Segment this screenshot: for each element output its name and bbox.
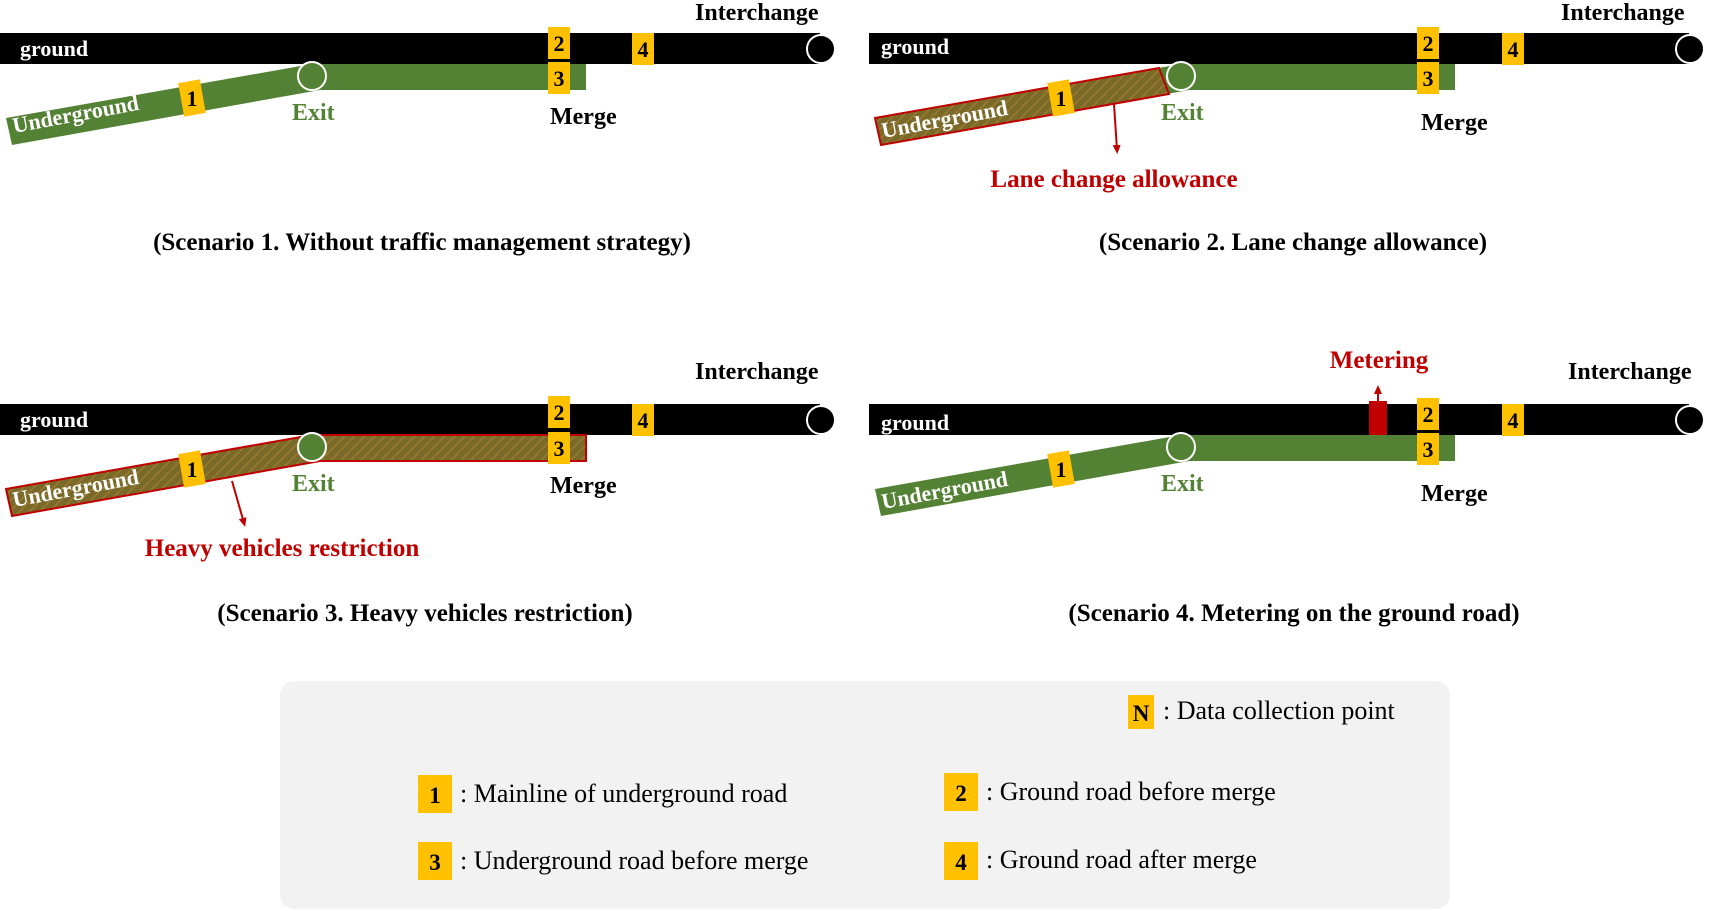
annotation-arrow xyxy=(231,480,247,527)
svg-text:4: 4 xyxy=(638,408,649,433)
data-point-badge-2: 2 xyxy=(1417,27,1439,59)
svg-text:4: 4 xyxy=(638,37,649,62)
interchange-node xyxy=(806,34,836,64)
exit-node xyxy=(297,61,327,91)
legend-background xyxy=(280,681,1450,909)
legend-item-text: : Mainline of underground road xyxy=(460,779,787,808)
interchange-node xyxy=(1675,34,1705,64)
scenario-caption: (Scenario 2. Lane change allowance) xyxy=(1099,229,1487,256)
legend-item-badge: 2 xyxy=(955,781,967,806)
ground-road xyxy=(869,33,1689,64)
underground-label: Underground xyxy=(879,95,1009,143)
svg-text:4: 4 xyxy=(1508,408,1519,433)
legend-item-text: : Ground road after merge xyxy=(986,845,1257,874)
legend-item-1: 1 : Mainline of underground road xyxy=(418,775,787,813)
ground-road xyxy=(0,33,820,64)
svg-text:3: 3 xyxy=(1423,66,1434,91)
annotation-arrow xyxy=(1112,103,1121,154)
exit-label: Exit xyxy=(292,100,335,126)
data-point-badge-3: 3 xyxy=(548,432,570,464)
ground-road xyxy=(0,404,820,435)
scenario-panel-1: ground Underground Exit Merge Interchang… xyxy=(0,0,836,256)
legend-item-badge: 4 xyxy=(955,850,967,875)
exit-node xyxy=(1166,61,1196,91)
strategy-annotation: Metering xyxy=(1330,347,1429,374)
exit-label: Exit xyxy=(1161,471,1204,497)
exit-label: Exit xyxy=(1161,100,1204,126)
ground-label: ground xyxy=(20,407,88,432)
underground-road xyxy=(875,435,1455,516)
underground-road xyxy=(6,64,586,145)
underground-label: Underground xyxy=(879,466,1009,514)
metering-signal xyxy=(1369,401,1387,435)
data-point-badge-3: 3 xyxy=(1417,433,1439,465)
svg-text:3: 3 xyxy=(554,436,565,461)
svg-text:1: 1 xyxy=(187,457,198,482)
ground-label: ground xyxy=(20,36,88,61)
strategy-annotation: Lane change allowance xyxy=(990,166,1237,193)
exit-node xyxy=(1166,432,1196,462)
svg-text:2: 2 xyxy=(554,400,565,425)
svg-text:4: 4 xyxy=(1508,37,1519,62)
legend-item-text: : Underground road before merge xyxy=(460,846,808,875)
svg-text:2: 2 xyxy=(1423,31,1434,56)
legend-item-3: 3 : Underground road before merge xyxy=(418,842,808,880)
scenario-caption: (Scenario 4. Metering on the ground road… xyxy=(1068,600,1519,627)
interchange-label: Interchange xyxy=(1561,0,1685,26)
scenario-panel-4: ground Underground Exit Merge Interchang… xyxy=(869,347,1705,627)
legend-item-2: 2 : Ground road before merge xyxy=(944,773,1276,811)
legend-box: N : Data collection point 1 : Mainline o… xyxy=(280,681,1450,909)
scenario-caption: (Scenario 3. Heavy vehicles restriction) xyxy=(217,600,632,627)
exit-node xyxy=(297,432,327,462)
interchange-label: Interchange xyxy=(695,359,819,385)
merge-label: Merge xyxy=(1421,110,1488,136)
data-point-badge-4: 4 xyxy=(1502,33,1524,65)
ground-label: ground xyxy=(881,410,949,435)
data-point-badge-4: 4 xyxy=(1502,404,1524,436)
data-point-badge-1: 1 xyxy=(178,79,206,117)
svg-text:1: 1 xyxy=(1056,86,1067,111)
svg-text:3: 3 xyxy=(554,66,565,91)
legend-key: N : Data collection point xyxy=(1128,695,1396,729)
legend-item-text: : Ground road before merge xyxy=(986,777,1276,806)
data-point-badge-2: 2 xyxy=(548,396,570,428)
scenario-panel-3: ground Underground Exit Merge Interchang… xyxy=(0,359,836,627)
interchange-label: Interchange xyxy=(1568,359,1692,385)
strategy-annotation: Heavy vehicles restriction xyxy=(145,535,420,562)
svg-text:1: 1 xyxy=(1056,457,1067,482)
scenario-panel-2: ground Underground Exit Merge Interchang… xyxy=(869,0,1705,256)
scenario-caption: (Scenario 1. Without traffic management … xyxy=(153,229,691,256)
interchange-node xyxy=(806,405,836,435)
underground-road xyxy=(875,64,1455,145)
data-point-badge-1: 1 xyxy=(1047,79,1075,117)
data-point-badge-3: 3 xyxy=(548,62,570,94)
legend-key-badge-text: N xyxy=(1133,701,1150,726)
data-point-badge-2: 2 xyxy=(548,27,570,59)
svg-text:2: 2 xyxy=(554,31,565,56)
legend-item-4: 4 : Ground road after merge xyxy=(944,842,1257,880)
legend-key-badge xyxy=(1128,695,1154,729)
ground-label: ground xyxy=(881,34,949,59)
svg-text:2: 2 xyxy=(1423,402,1434,427)
data-point-badge-1: 1 xyxy=(178,450,206,488)
legend-item-badge: 1 xyxy=(429,783,441,808)
data-point-badge-2: 2 xyxy=(1417,398,1439,430)
data-point-badge-1: 1 xyxy=(1047,450,1075,488)
merge-label: Merge xyxy=(550,104,617,130)
ground-road xyxy=(869,404,1689,435)
merge-label: Merge xyxy=(1421,481,1488,507)
data-point-badge-3: 3 xyxy=(1417,62,1439,94)
svg-text:3: 3 xyxy=(1423,437,1434,462)
interchange-node xyxy=(1675,405,1705,435)
data-point-badge-4: 4 xyxy=(632,33,654,65)
data-point-badge-4: 4 xyxy=(632,404,654,436)
legend-item-badge: 3 xyxy=(429,850,441,875)
merge-label: Merge xyxy=(550,473,617,499)
exit-label: Exit xyxy=(292,471,335,497)
svg-text:1: 1 xyxy=(187,86,198,111)
interchange-label: Interchange xyxy=(695,0,819,26)
legend-key-text: : Data collection point xyxy=(1163,696,1396,725)
